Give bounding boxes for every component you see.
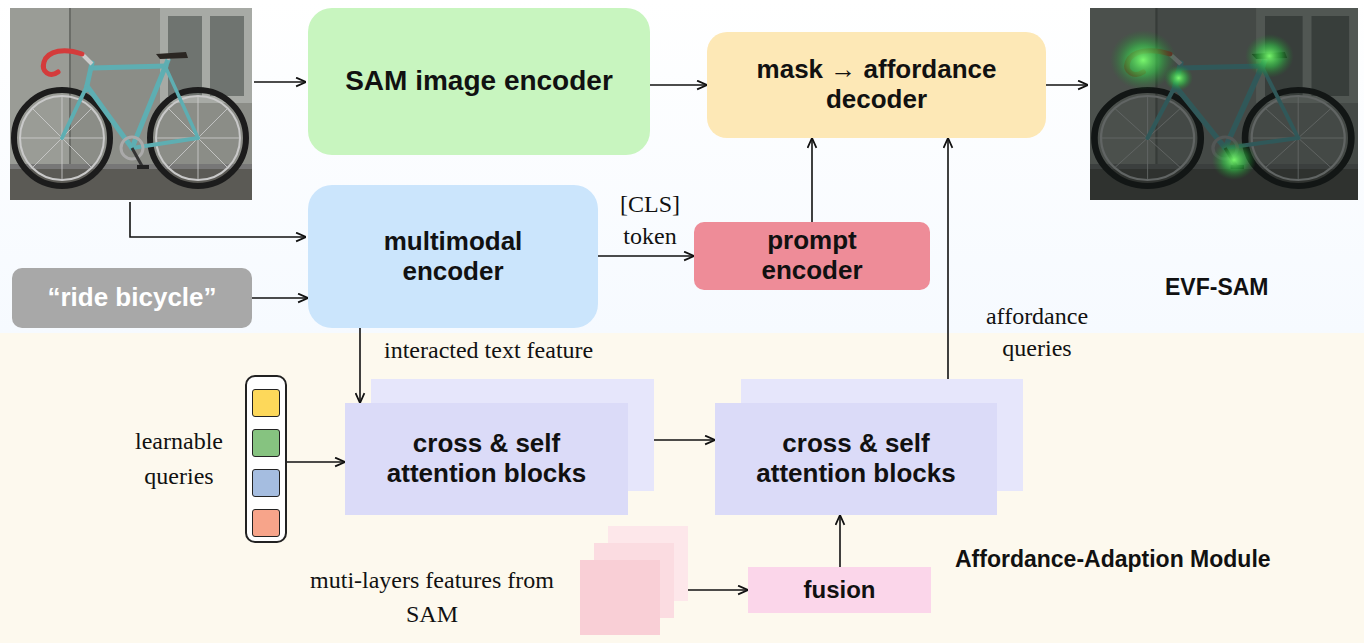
- query-token: [252, 509, 280, 537]
- text-prompt-box: “ride bicycle”: [12, 268, 252, 328]
- query-token: [252, 469, 280, 497]
- connector-arrow: [252, 297, 308, 299]
- connector-arrow: [628, 439, 715, 441]
- encoder-box: prompt encoder: [694, 222, 930, 290]
- connector-arrow: [359, 328, 361, 403]
- feature-stack: muti-layers features from SAM: [580, 560, 660, 635]
- box-label: prompt encoder: [737, 226, 887, 286]
- image-arrow: [1046, 84, 1088, 86]
- encoder-box: SAM image encoder: [308, 8, 650, 155]
- module-title: EVF-SAM: [1165, 274, 1269, 301]
- connector-arrow: [839, 515, 841, 567]
- query-stack: learnable queries: [245, 375, 287, 543]
- connector-arrow: [811, 138, 813, 222]
- connector-arrow: [650, 84, 707, 86]
- connector-arrow: [287, 461, 345, 463]
- attention-block: cross & self attention blocks: [715, 403, 997, 515]
- connector-arrow: [660, 589, 748, 591]
- fusion-box: fusion: [748, 567, 931, 613]
- edge-label: affordance queries: [962, 300, 1112, 365]
- decoder-box: mask → affordance decoder: [707, 32, 1046, 138]
- attention-block: cross & self attention blocks: [345, 403, 628, 515]
- bicycle-photo: [10, 8, 252, 200]
- module-title: Affordance-Adaption Module: [955, 546, 1271, 573]
- edge-label: [CLS] token: [604, 188, 696, 253]
- edge-label: interacted text feature: [384, 334, 593, 366]
- box-label: multimodal encoder: [368, 227, 538, 287]
- connector-arrow: [947, 138, 949, 403]
- query-token: [252, 429, 280, 457]
- image-arrow: [254, 81, 306, 83]
- box-label: cross & self attention blocks: [379, 429, 594, 489]
- box-label: “ride bicycle”: [47, 283, 216, 313]
- side-label: learnable queries: [119, 424, 239, 494]
- box-label: fusion: [804, 576, 876, 604]
- box-label: SAM image encoder: [345, 65, 613, 97]
- module-band: Affordance-Adaption Module learnable quer…: [0, 333, 1364, 643]
- query-token: [252, 389, 280, 417]
- image-arrow: [130, 202, 306, 237]
- box-label: mask → affordance decoder: [747, 55, 1007, 115]
- encoder-box: multimodal encoder: [308, 185, 598, 328]
- side-label: muti-layers features from SAM: [292, 563, 572, 633]
- box-label: cross & self attention blocks: [749, 429, 964, 489]
- affordance-result-photo: [1090, 8, 1358, 200]
- connector-arrow: [598, 255, 694, 257]
